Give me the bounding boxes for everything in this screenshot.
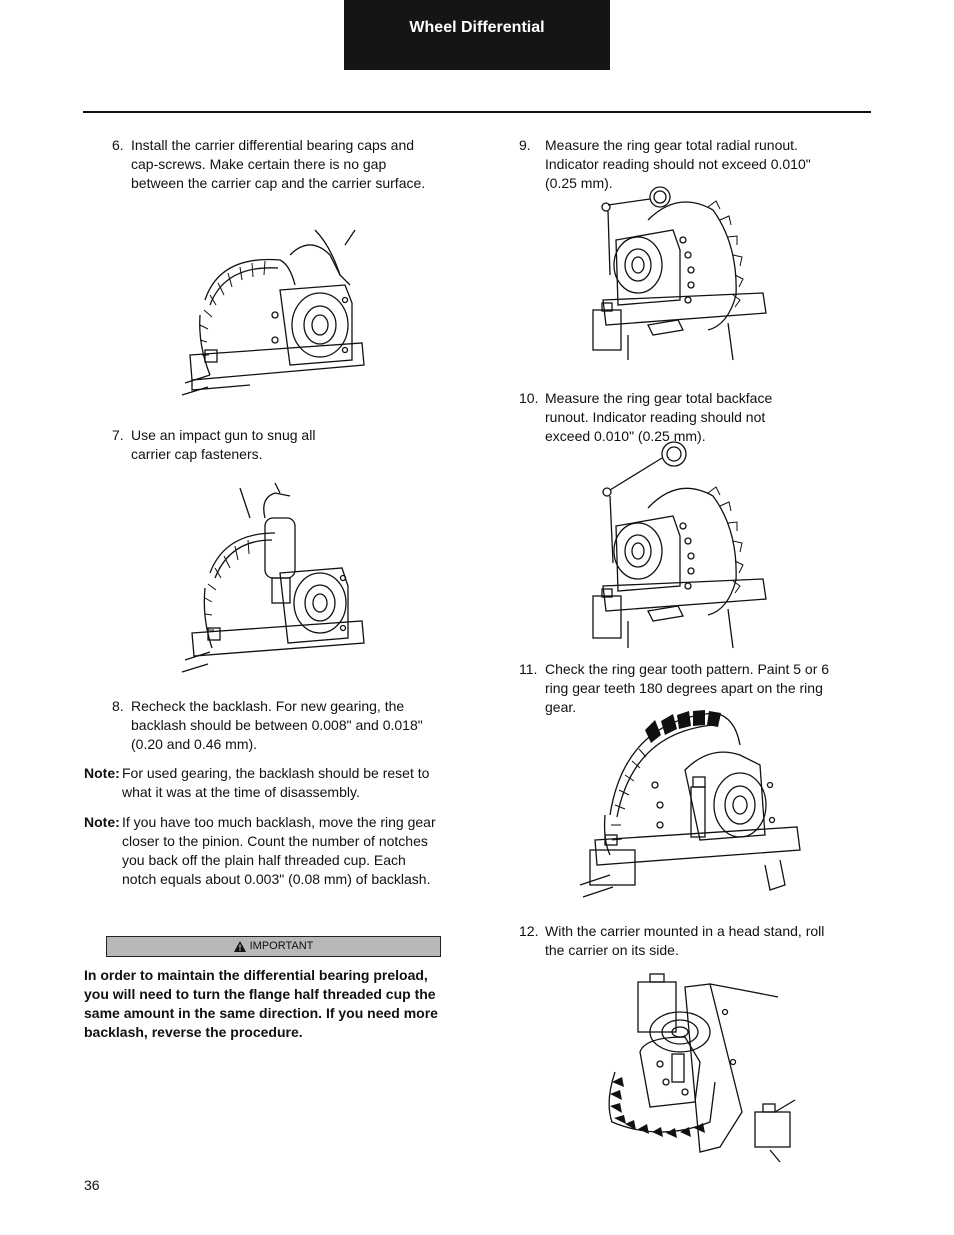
step-6: 6. Install the carrier differential bear…	[112, 136, 442, 196]
step-9: 9. Measure the ring gear total radial ru…	[519, 136, 849, 191]
figure-backface-runout	[592, 441, 767, 649]
step-text: Check the ring gear tooth pattern. Paint…	[545, 661, 830, 715]
page-number: 36	[84, 1177, 100, 1193]
step-8: 8. Recheck the backlash. For new gearing…	[112, 697, 447, 757]
important-banner: IMPORTANT	[106, 936, 441, 957]
note-too-much-backlash: Note: If you have too much backlash, mov…	[84, 813, 444, 893]
step-number: 10.	[519, 390, 539, 406]
section-title: Wheel Differential	[409, 19, 545, 36]
step-number: 11.	[519, 661, 538, 677]
header-divider	[83, 111, 871, 113]
important-label: IMPORTANT	[249, 940, 314, 952]
figure-impact-gun-fasteners	[181, 482, 365, 673]
note-label: Note:	[84, 765, 120, 781]
figure-tooth-pattern	[579, 710, 801, 898]
step-text: Install the carrier differential bearing…	[131, 137, 426, 191]
note-text: For used gearing, the backlash should be…	[122, 765, 430, 800]
step-text: Measure the ring gear total backface run…	[545, 390, 773, 444]
figure-install-bearing-caps	[181, 229, 365, 396]
figure-carrier-on-side	[608, 973, 796, 1163]
note-label: Note:	[84, 814, 120, 830]
section-header-tab: Wheel Differential	[344, 0, 610, 70]
figure-radial-runout	[592, 186, 767, 361]
note-text: If you have too much backlash, move the …	[122, 814, 436, 887]
step-number: 6.	[112, 137, 124, 153]
important-text: In order to maintain the differential be…	[84, 967, 438, 1040]
step-number: 7.	[112, 427, 124, 443]
step-text: Recheck the backlash. For new gearing, t…	[131, 698, 423, 752]
step-number: 12.	[519, 923, 539, 939]
step-number: 8.	[112, 698, 124, 714]
warning-icon	[233, 940, 246, 952]
step-text: Measure the ring gear total radial runou…	[545, 137, 811, 191]
step-text: Use an impact gun to snug all carrier ca…	[131, 427, 316, 462]
step-10: 10. Measure the ring gear total backface…	[519, 389, 849, 449]
step-number: 9.	[519, 137, 531, 153]
step-11: 11. Check the ring gear tooth pattern. P…	[519, 660, 849, 715]
step-7: 7. Use an impact gun to snug all carrier…	[112, 426, 362, 466]
step-text: With the carrier mounted in a head stand…	[545, 923, 825, 958]
note-used-gearing: Note: For used gearing, the backlash sho…	[84, 764, 444, 804]
step-12: 12. With the carrier mounted in a head s…	[519, 922, 849, 962]
